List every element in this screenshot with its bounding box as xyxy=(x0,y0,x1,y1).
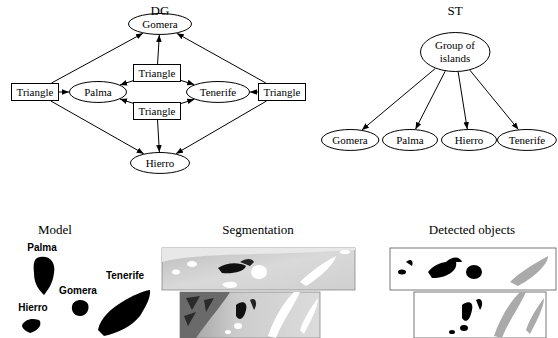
island-ellipse: Hierro xyxy=(441,129,497,151)
panel-title: Segmentation xyxy=(222,222,294,238)
segmentation-image xyxy=(162,248,355,338)
node-label: Hierro xyxy=(455,134,484,147)
panel-title: DG xyxy=(151,3,170,19)
arrow-connector xyxy=(176,101,267,154)
detected-objects-image xyxy=(390,248,556,338)
arrow-connector xyxy=(415,71,445,129)
node-label: Tenerife xyxy=(200,86,236,99)
panel-title: Model xyxy=(38,222,72,238)
node-label: Triangle xyxy=(139,105,176,118)
arrow-connector xyxy=(458,72,467,129)
node-label: Tenerife xyxy=(509,134,545,147)
island-ellipse: Palma xyxy=(69,81,127,103)
arrow-connector xyxy=(181,80,194,84)
node-label: Palma xyxy=(84,86,112,99)
island-name: Palma xyxy=(27,242,56,253)
arrow-connector xyxy=(120,81,133,85)
island-name: Gomera xyxy=(59,285,97,296)
triangle-box: Triangle xyxy=(11,83,59,101)
node-label: Triangle xyxy=(17,86,54,99)
arrow-connector xyxy=(181,99,194,103)
node-label: Gomera xyxy=(142,18,177,31)
arrow-connector xyxy=(158,35,160,64)
arrow-connector xyxy=(158,120,160,152)
node-label: Group of islands xyxy=(433,39,477,64)
arrow-connector xyxy=(120,99,133,103)
node-label: Palma xyxy=(396,134,424,147)
node-label: Triangle xyxy=(264,86,301,99)
arrow-connector xyxy=(51,101,144,154)
arrow-connector xyxy=(362,69,435,130)
triangle-box: Triangle xyxy=(133,102,181,120)
node-label: Triangle xyxy=(139,67,176,80)
arrow-connector xyxy=(470,70,519,129)
island-map xyxy=(22,257,150,336)
island-ellipse: Tenerife xyxy=(186,81,250,103)
node-label: Hierro xyxy=(146,157,175,170)
arrow-connector xyxy=(177,33,266,83)
island-ellipse: Gomera xyxy=(321,129,379,151)
panel-title: ST xyxy=(447,3,462,19)
island-name: Hierro xyxy=(18,302,47,313)
node-label: Gomera xyxy=(332,134,367,147)
island-ellipse: Hierro xyxy=(130,152,190,174)
island-name: Tenerife xyxy=(106,270,144,281)
group-ellipse: Group of islands xyxy=(420,32,490,72)
triangle-box: Triangle xyxy=(258,83,306,101)
island-ellipse: Tenerife xyxy=(497,129,557,151)
triangle-box: Triangle xyxy=(133,64,181,82)
arrow-connector xyxy=(59,91,69,92)
panel-title: Detected objects xyxy=(429,222,515,238)
island-ellipse: Palma xyxy=(382,129,438,151)
arrow-connector xyxy=(250,91,258,92)
arrow-connector xyxy=(52,33,143,83)
